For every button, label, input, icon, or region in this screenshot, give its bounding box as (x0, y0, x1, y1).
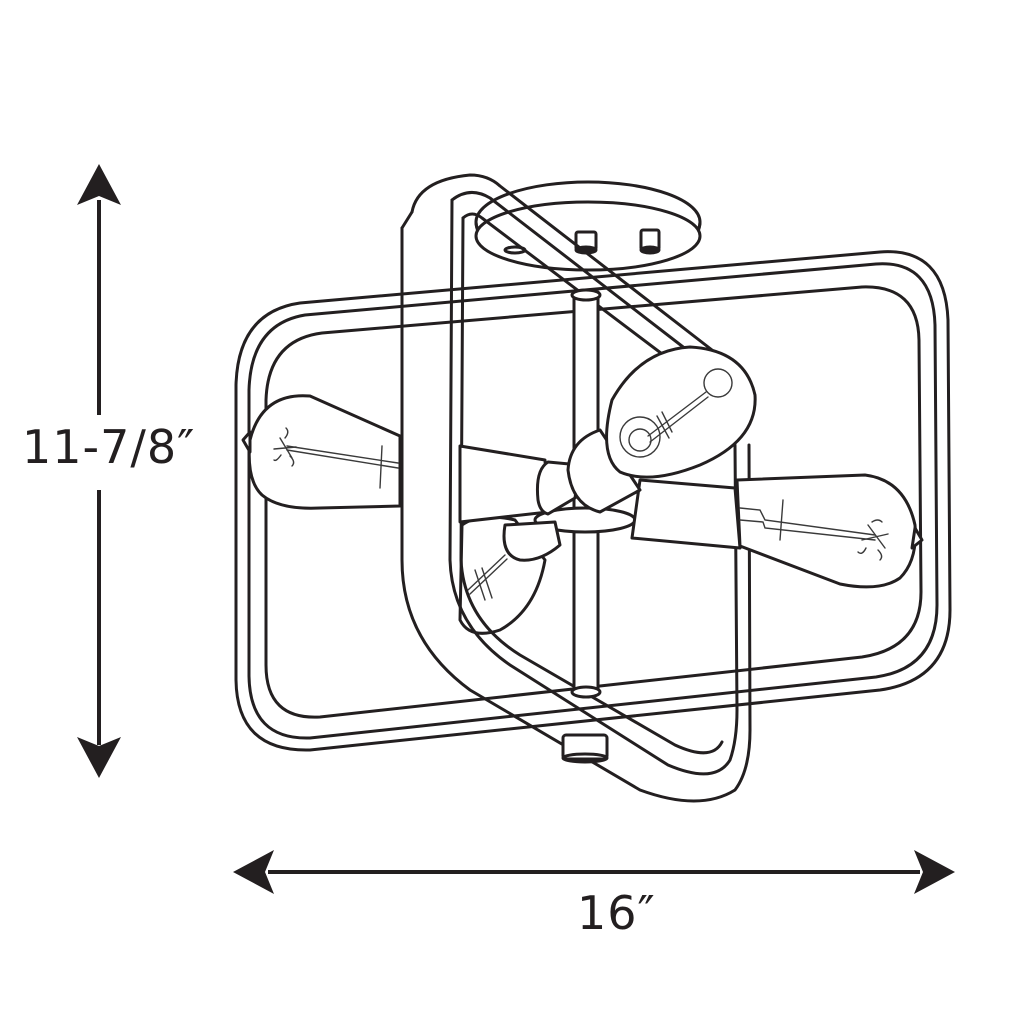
bulb-left (241, 394, 402, 510)
width-dimension-label: 16″ (577, 886, 656, 940)
horizontal-frame (234, 250, 952, 752)
ceiling-canopy (474, 180, 702, 272)
arrow-left-icon (233, 850, 274, 894)
width-dimension-arrow (233, 850, 955, 894)
arrow-down-icon (77, 737, 121, 778)
bulb-right (735, 473, 924, 589)
arrow-right-icon (914, 850, 955, 894)
height-dimension-arrow (77, 164, 121, 778)
tilted-vertical-frame (400, 173, 752, 803)
bulb-back (566, 345, 757, 514)
height-dimension-label: 11-7/8″ (22, 418, 196, 476)
arrow-up-icon (77, 164, 121, 205)
finial (561, 733, 609, 764)
